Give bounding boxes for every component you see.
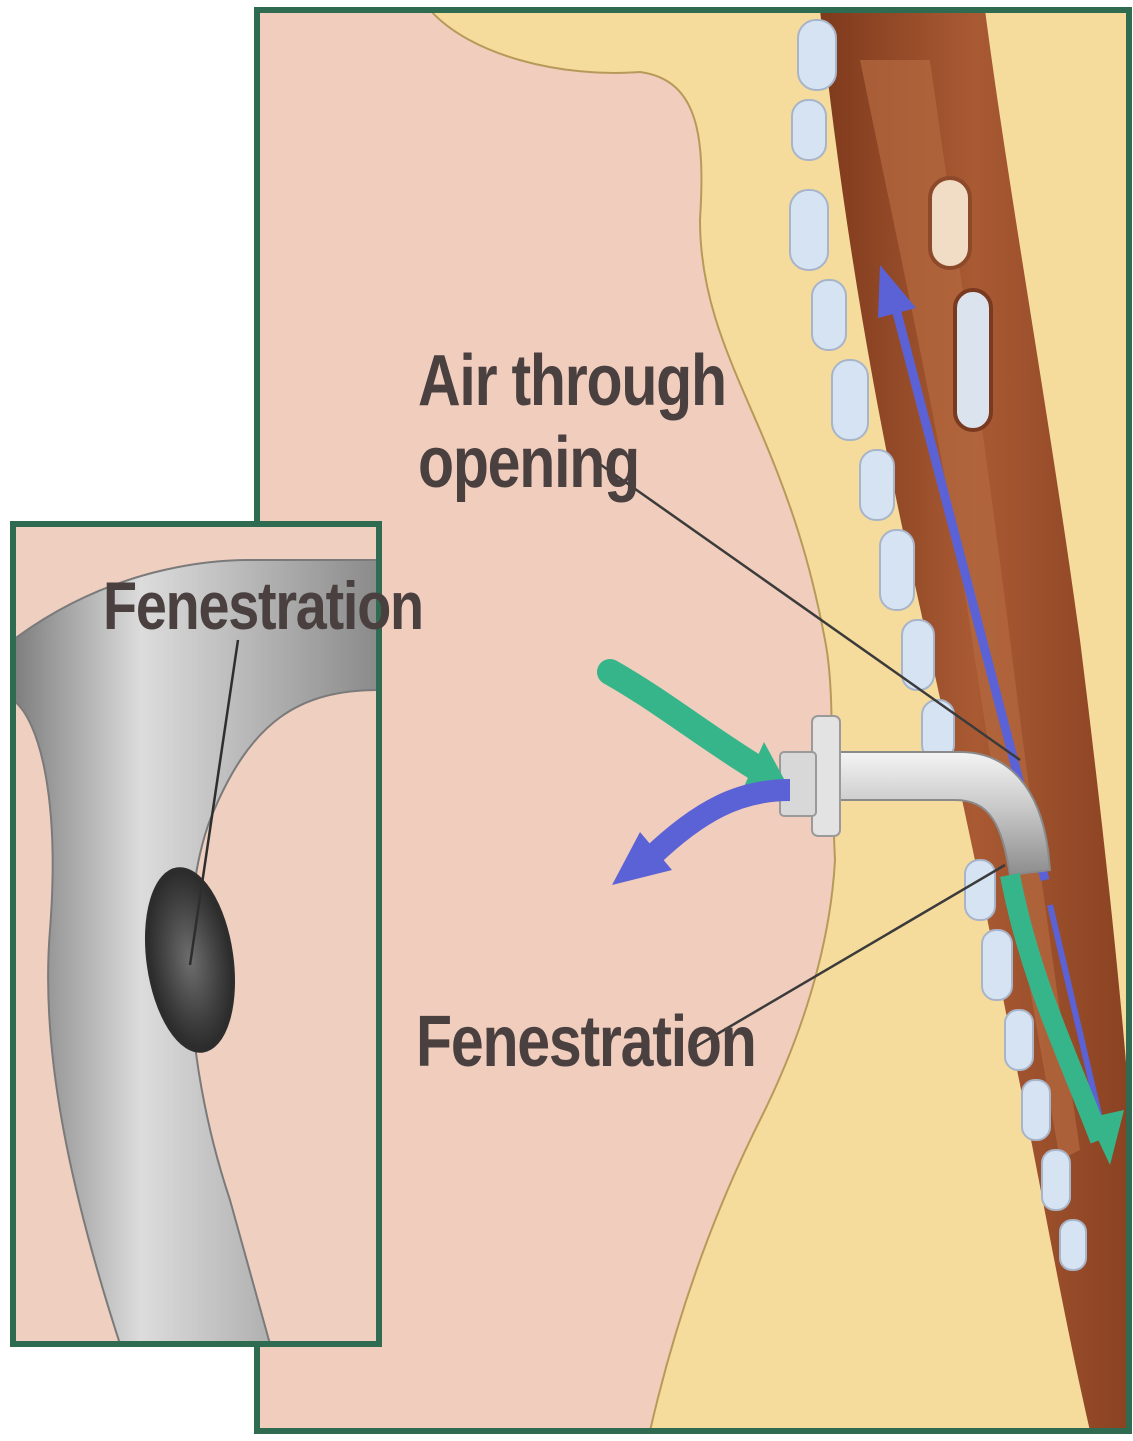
label-fenestration-inset: Fenestration [103, 572, 423, 640]
label-air-through-opening: Air through opening [418, 340, 726, 504]
esophagus-ring [955, 290, 991, 430]
label-air-line2: opening [418, 422, 726, 504]
inset-panel [13, 524, 379, 1344]
label-air-line1: Air through [418, 340, 726, 422]
main-panel [257, 10, 1129, 1431]
label-fenestration-main: Fenestration [416, 1006, 756, 1078]
esophagus-ring [930, 178, 970, 268]
